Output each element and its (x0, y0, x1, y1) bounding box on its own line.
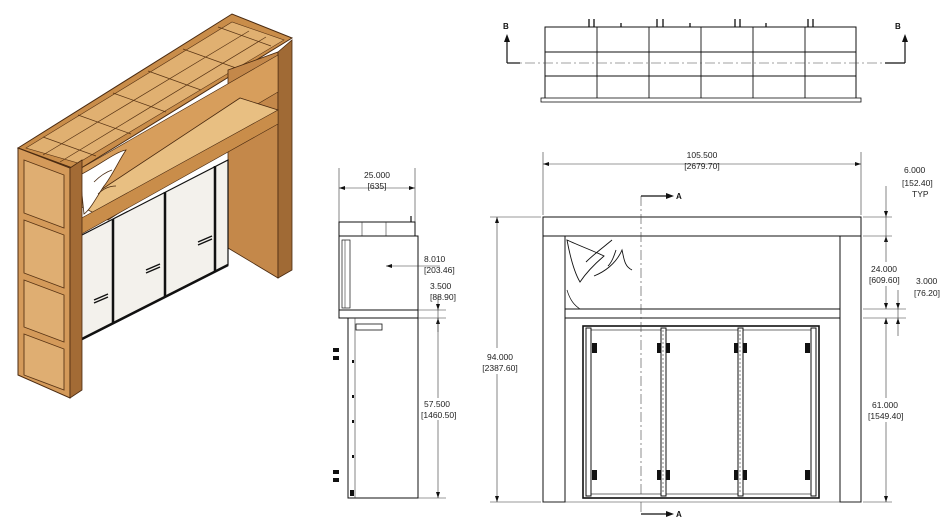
plan-outline (544, 26, 857, 102)
front-door-frame (582, 325, 820, 499)
front-view: 105.500 [2679.70] (480, 150, 940, 519)
iso-lattice-cells (42, 26, 272, 163)
front-door-stiles (585, 327, 817, 497)
front-top-band-dim: 6.000 (904, 165, 926, 175)
section-label-a-top: A (676, 192, 682, 201)
front-upper-panel (564, 235, 841, 310)
front-door-handles (592, 343, 810, 480)
side-upper-offset-dim: 8.010 (424, 254, 446, 264)
front-height-mm: [2387.60] (482, 363, 517, 373)
side-shelf-dim: 3.500 (430, 281, 452, 291)
side-top-cabinet (338, 221, 416, 237)
front-top-band-note: TYP (912, 189, 929, 199)
front-top-band-mm: [152.40] (902, 178, 933, 188)
side-lower-dim: 57.500 (424, 399, 450, 409)
side-shelf-mm: [88.90] (430, 292, 456, 302)
side-shelf (338, 309, 419, 319)
front-height-dim: 94.000 (487, 352, 513, 362)
front-shelf-dim: 3.000 (916, 276, 938, 286)
front-upper-mm: [609.60] (869, 275, 900, 285)
section-label-b-right: B (895, 22, 901, 31)
side-hinges (333, 348, 354, 496)
side-view: 25.000 [635] 8.010 [203.46] (333, 168, 458, 499)
iso-door-handles (93, 235, 213, 304)
side-lower-mm: [1460.50] (421, 410, 456, 420)
side-upper-body (338, 235, 419, 311)
section-label-a-bottom: A (676, 510, 682, 519)
front-right-pillar (839, 235, 862, 503)
iso-antler-cutout (79, 149, 127, 215)
side-depth-dim: 25.000 (364, 170, 390, 180)
plan-grid (545, 27, 856, 98)
side-lower-body (347, 317, 419, 499)
side-upper-offset-mm: [203.46] (424, 265, 455, 275)
front-shelf (564, 308, 841, 319)
top-view: B B (503, 19, 908, 103)
front-antler-cutout (566, 239, 605, 283)
front-shelf-mm: [76.20] (914, 288, 940, 298)
front-left-pillar (542, 235, 566, 503)
isometric-view (16, 13, 294, 399)
front-width-dim: 105.500 (687, 150, 718, 160)
section-label-b-left: B (503, 22, 509, 31)
front-upper-dim: 24.000 (871, 264, 897, 274)
front-top-band (542, 216, 862, 237)
front-lower-dim: 61.000 (872, 400, 898, 410)
front-lower-mm: [1549.40] (868, 411, 903, 421)
side-depth-mm: [635] (368, 181, 387, 191)
front-width-mm: [2679.70] (684, 161, 719, 171)
iso-left-pillar-panels (23, 159, 65, 391)
